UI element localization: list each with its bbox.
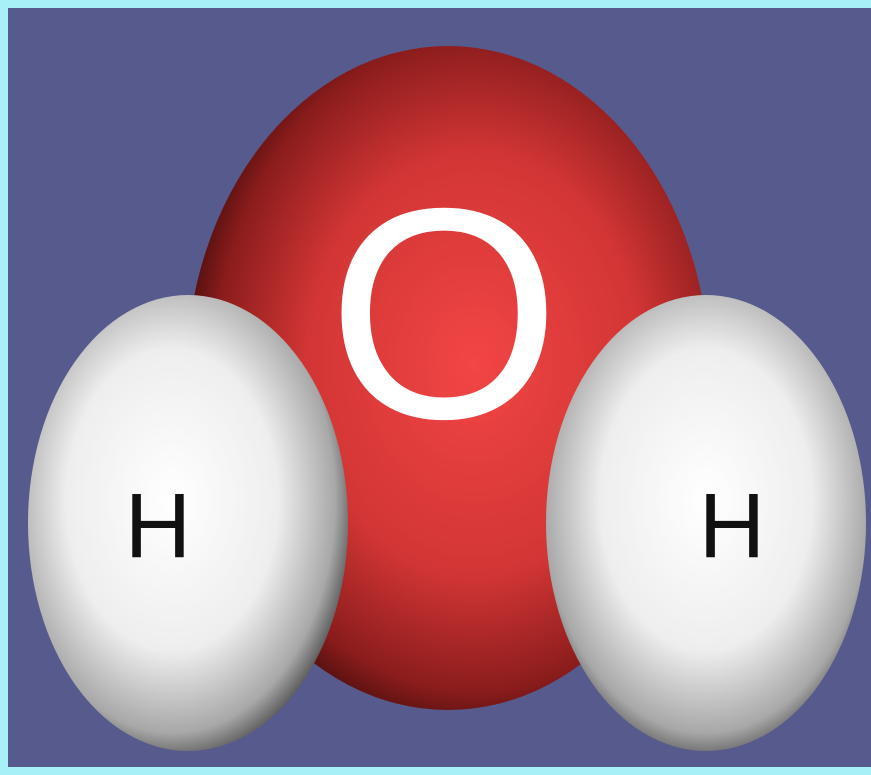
hydrogen-atom-left <box>28 295 348 751</box>
hydrogen-right-label: H <box>699 475 765 577</box>
molecule-panel: O H H <box>8 8 871 767</box>
hydrogen-atom-right <box>546 295 866 751</box>
oxygen-label: O <box>327 145 560 481</box>
hydrogen-left-label: H <box>125 475 191 577</box>
water-molecule-diagram: O H H <box>8 8 871 767</box>
